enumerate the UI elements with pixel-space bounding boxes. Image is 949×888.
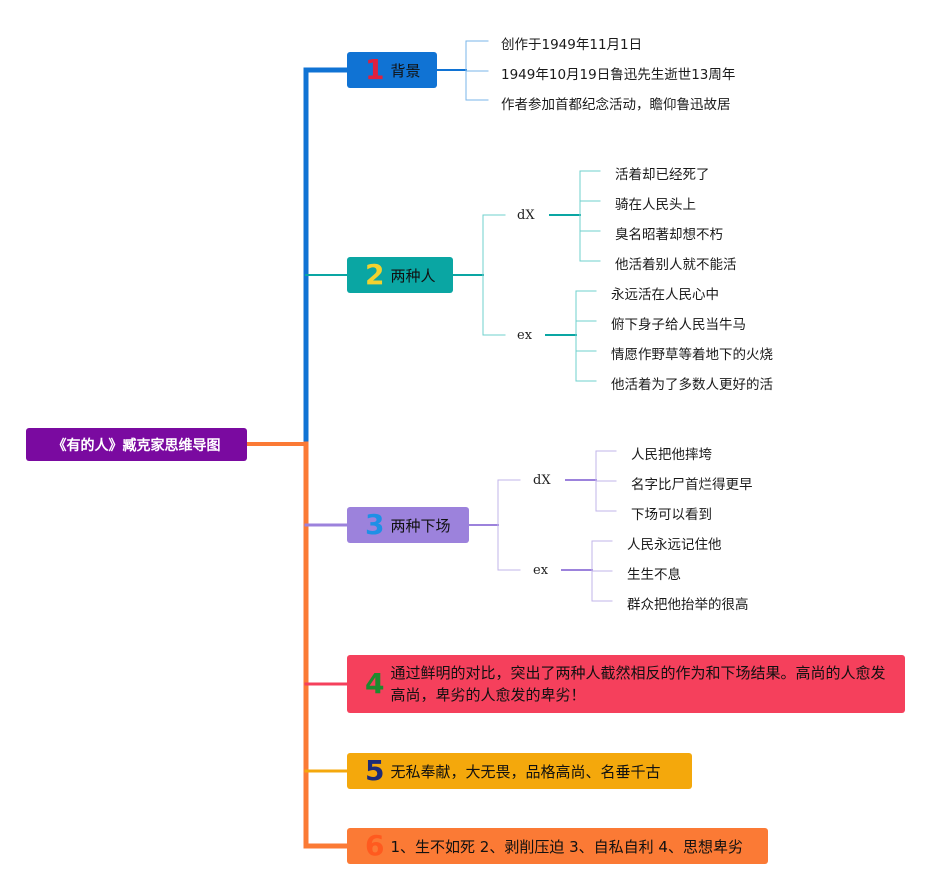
section-two-kinds-of-people[interactable]: 2 两种人: [347, 257, 453, 293]
section-two-endings[interactable]: 3 两种下场: [347, 507, 469, 543]
section-label-two-kinds: 两种人: [390, 266, 436, 285]
leaf-item[interactable]: 名字比尸首烂得更早: [631, 477, 753, 493]
section-number-2: 2: [365, 258, 385, 291]
section-number-6: 6: [365, 829, 385, 862]
group-label-ex[interactable]: ex: [533, 563, 549, 578]
leaf-item[interactable]: 群众把他抬举的很高: [627, 597, 749, 613]
section-number-5: 5: [365, 754, 385, 787]
leaf-item[interactable]: 臭名昭著却想不朽: [615, 227, 723, 243]
leaf-item[interactable]: 活着却已经死了: [615, 167, 710, 183]
section-list-traits[interactable]: 6 1、生不如死 2、剥削压迫 3、自私自利 4、思想卑劣: [347, 828, 768, 864]
group-label-dx[interactable]: dX: [517, 208, 535, 223]
section-label-traits: 1、生不如死 2、剥削压迫 3、自私自利 4、思想卑劣: [390, 837, 743, 856]
section-background[interactable]: 1 背景: [347, 52, 437, 88]
group-label-ex[interactable]: ex: [517, 328, 533, 343]
section-number-1: 1: [365, 53, 385, 86]
leaf-item[interactable]: 情愿作野草等着地下的火烧: [611, 347, 773, 363]
section-label-selfless: 无私奉献，大无畏，品格高尚、名垂千古: [390, 762, 661, 781]
leaf-item[interactable]: 永远活在人民心中: [611, 287, 719, 303]
section-label-two-endings: 两种下场: [390, 516, 451, 535]
section-label-summary: 通过鲜明的对比，突出了两种人截然相反的作为和下场结果。高尚的人愈发高尚，卑劣的人…: [390, 664, 886, 704]
section-summary-contrast[interactable]: 4 通过鲜明的对比，突出了两种人截然相反的作为和下场结果。高尚的人愈发高尚，卑劣…: [347, 655, 905, 713]
leaf-item[interactable]: 他活着别人就不能活: [615, 257, 737, 273]
root-node[interactable]: 《有的人》臧克家思维导图: [26, 428, 247, 461]
group-label-dx[interactable]: dX: [533, 473, 551, 488]
leaf-item[interactable]: 作者参加首都纪念活动，瞻仰鲁迅故居: [501, 97, 731, 113]
leaf-item[interactable]: 生生不息: [627, 567, 681, 583]
leaf-item[interactable]: 人民把他摔垮: [631, 447, 712, 463]
leaf-item[interactable]: 人民永远记住他: [627, 537, 722, 553]
section-selfless[interactable]: 5 无私奉献，大无畏，品格高尚、名垂千古: [347, 753, 692, 789]
leaf-item[interactable]: 骑在人民头上: [615, 197, 696, 213]
leaf-item[interactable]: 下场可以看到: [631, 507, 712, 523]
section-number-4: 4: [365, 667, 385, 700]
leaf-item[interactable]: 他活着为了多数人更好的活: [611, 377, 773, 393]
leaf-item[interactable]: 创作于1949年11月1日: [501, 37, 643, 53]
root-label: 《有的人》臧克家思维导图: [52, 437, 221, 454]
section-number-3: 3: [365, 508, 385, 541]
leaf-item[interactable]: 俯下身子给人民当牛马: [611, 317, 746, 333]
leaf-item[interactable]: 1949年10月19日鲁迅先生逝世13周年: [501, 67, 736, 83]
section-label-background: 背景: [390, 61, 421, 80]
